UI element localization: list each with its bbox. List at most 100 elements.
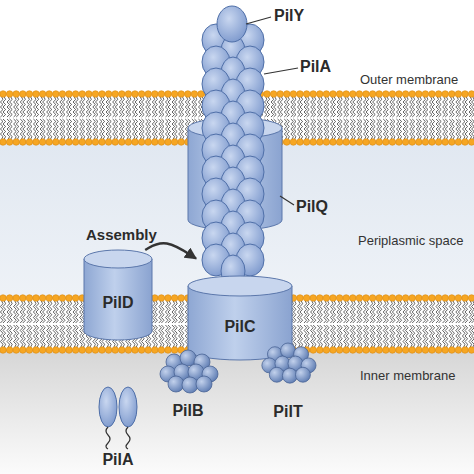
lipid-head: [330, 91, 337, 98]
lipid-tail: [379, 119, 382, 139]
lipid-head: [396, 139, 403, 146]
lipid-head: [125, 347, 132, 354]
lipid-tail: [161, 301, 164, 323]
pilin-tail: [106, 427, 110, 449]
lipid-head: [0, 347, 6, 354]
lipid-head: [363, 139, 370, 146]
lipid-head: [310, 295, 317, 302]
lipid-tail: [168, 97, 171, 117]
lipid-head: [369, 295, 376, 302]
lipid-head: [191, 91, 198, 98]
lipid-head: [468, 295, 474, 302]
lipid-tail: [56, 97, 59, 117]
lipid-head: [396, 91, 403, 98]
lipid-tail: [326, 119, 329, 139]
lipid-head: [429, 91, 436, 98]
lipid-tail: [3, 325, 6, 347]
lipid-head: [39, 295, 46, 302]
lipid-tail: [346, 119, 349, 139]
lipid-head: [369, 139, 376, 146]
lipid-head: [449, 139, 456, 146]
lipid-head: [356, 295, 363, 302]
lipid-tail: [122, 119, 125, 139]
lipid-head: [416, 347, 423, 354]
lipid-head: [125, 139, 132, 146]
lipid-tail: [168, 301, 171, 323]
lipid-tail: [452, 301, 455, 323]
lipid-tail: [412, 119, 415, 139]
lipid-head: [303, 295, 310, 302]
lipid-head: [330, 295, 337, 302]
lipid-tail: [43, 97, 46, 117]
pilin-subunit: [119, 387, 137, 427]
lipid-tail: [432, 301, 435, 323]
lipid-head: [317, 347, 324, 354]
lipid-head: [389, 347, 396, 354]
lipid-head: [422, 347, 429, 354]
lipid-head: [389, 91, 396, 98]
lipid-tail: [359, 119, 362, 139]
lipid-tail: [102, 119, 105, 139]
lipid-tail: [399, 301, 402, 323]
lipid-head: [125, 91, 132, 98]
lipid-tail: [465, 119, 468, 139]
lipid-tail: [69, 119, 72, 139]
lipid-head: [350, 295, 357, 302]
lipid-tail: [392, 325, 395, 347]
lipid-head: [455, 91, 462, 98]
lipid-head: [409, 139, 416, 146]
lipid-head: [462, 347, 469, 354]
lipid-head: [132, 91, 139, 98]
lipid-head: [435, 139, 442, 146]
lipid-tail: [359, 325, 362, 347]
lipid-head: [165, 91, 172, 98]
lipid-tail: [392, 97, 395, 117]
lipid-head: [376, 139, 383, 146]
lipid-tail: [10, 301, 13, 323]
lipid-tail: [3, 97, 6, 117]
lipid-head: [429, 139, 436, 146]
lipid-head: [356, 139, 363, 146]
lipid-head: [330, 347, 337, 354]
lipid-tail: [353, 119, 356, 139]
assembly-arrow: [145, 243, 196, 258]
lipid-tail: [122, 97, 125, 117]
lipid-head: [59, 139, 66, 146]
lipid-head: [402, 347, 409, 354]
lipid-tail: [10, 325, 13, 347]
lipid-head: [72, 139, 79, 146]
edge-label: Assembly: [86, 226, 157, 243]
lipid-head: [46, 91, 53, 98]
lipid-head: [13, 139, 20, 146]
lipid-head: [455, 347, 462, 354]
lipid-head: [6, 347, 13, 354]
lipid-tail: [353, 325, 356, 347]
lipid-tail: [392, 119, 395, 139]
lipid-head: [158, 91, 165, 98]
lipid-head: [39, 139, 46, 146]
lipid-head: [0, 295, 6, 302]
lipid-head: [416, 139, 423, 146]
lipid-head: [79, 347, 86, 354]
lipid-tail: [445, 325, 448, 347]
lipid-tail: [43, 325, 46, 347]
lipid-head: [389, 295, 396, 302]
lipid-head: [317, 91, 324, 98]
lipid-tail: [188, 97, 191, 117]
lipid-head: [429, 347, 436, 354]
lipid-head: [383, 295, 390, 302]
lipid-head: [455, 139, 462, 146]
lipid-tail: [115, 119, 118, 139]
lipid-head: [171, 91, 178, 98]
lipid-head: [33, 347, 40, 354]
pilt-atpase: PilT: [260, 343, 316, 423]
lipid-head: [277, 91, 284, 98]
lipid-head: [99, 91, 106, 98]
lipid-tail: [155, 119, 158, 139]
lipid-tail: [293, 97, 296, 117]
lipid-tail: [3, 119, 6, 139]
lipid-head: [112, 139, 119, 146]
atpase-subunit: [196, 376, 212, 392]
lipid-tail: [472, 119, 474, 139]
lipid-head: [26, 295, 33, 302]
